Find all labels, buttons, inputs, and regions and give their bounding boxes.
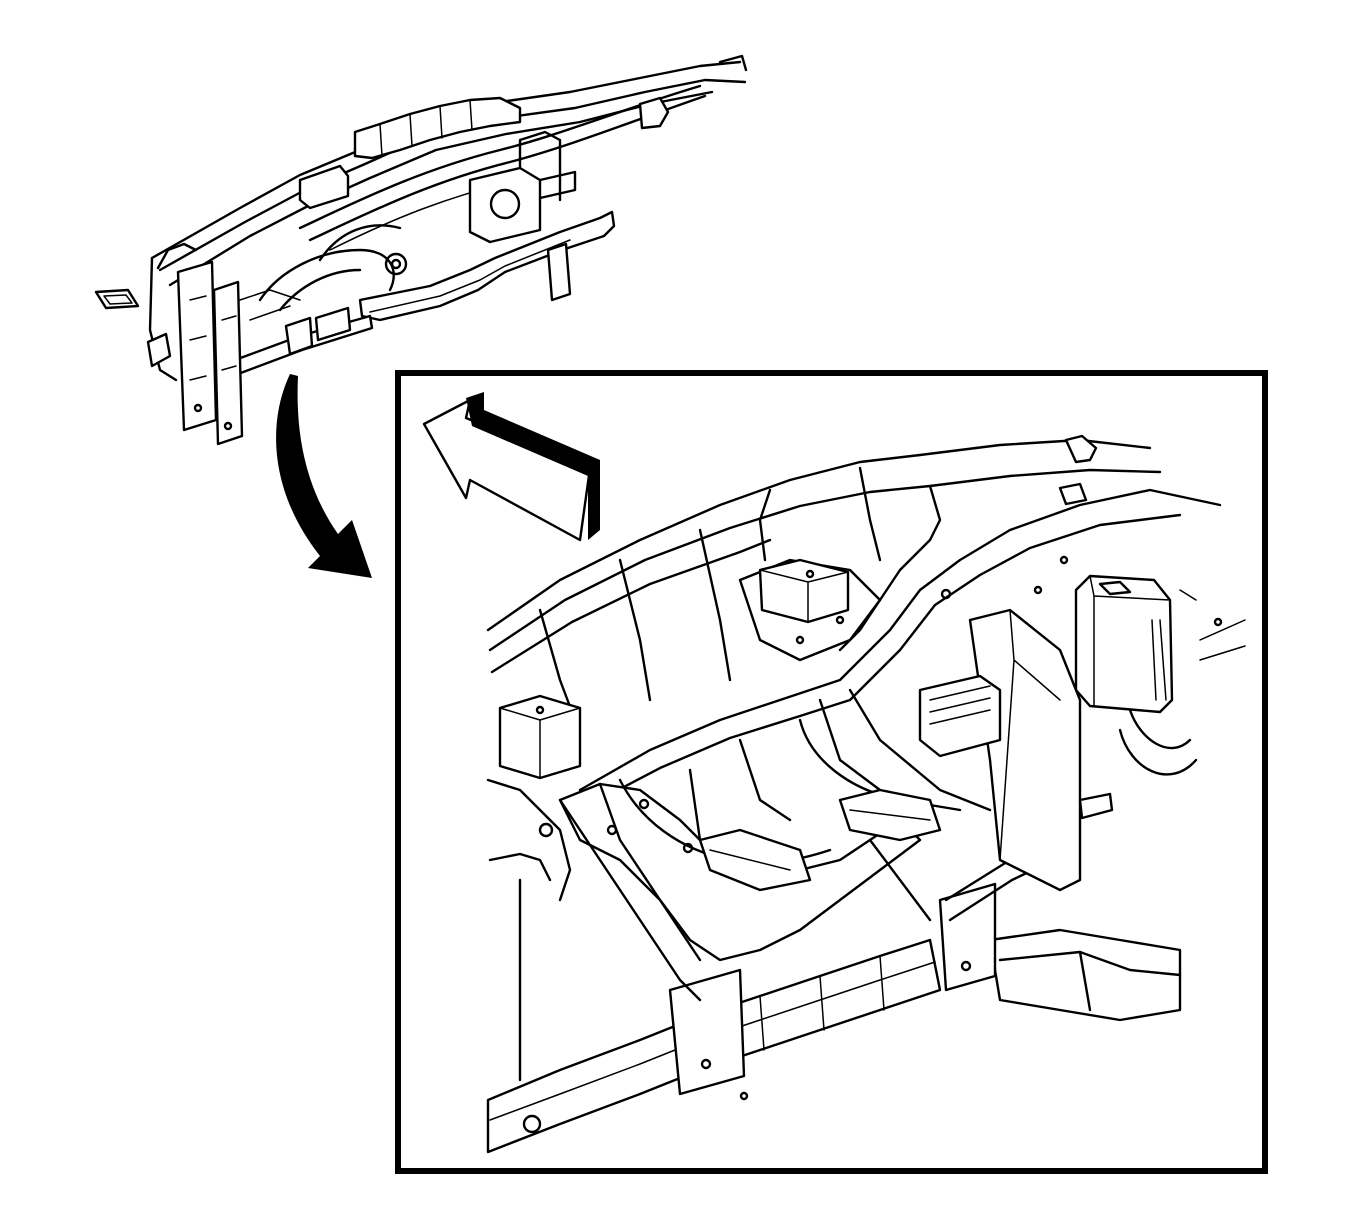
front-of-vehicle-arrow [422,392,600,542]
detail-view-bracket-area [422,392,1246,1154]
instrument-panel-carrier-overview [94,54,748,446]
curved-arrow-to-detail [276,374,372,578]
detail-view-frame [395,370,1268,1174]
